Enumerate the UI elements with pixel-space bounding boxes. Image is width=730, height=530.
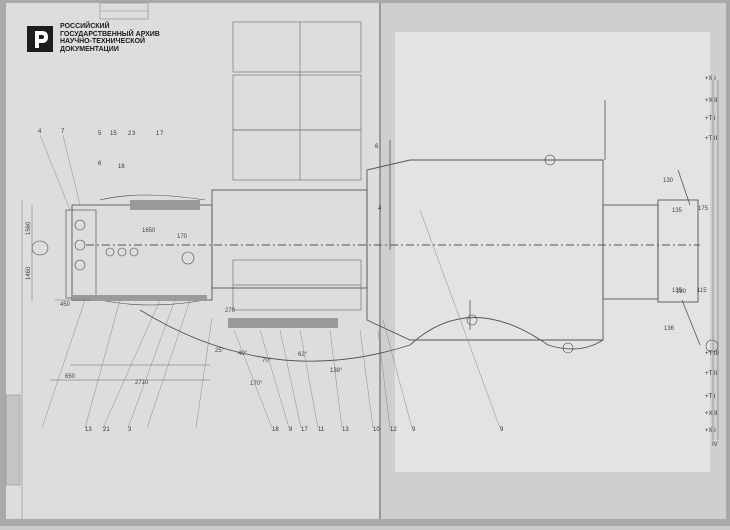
level-mark: +Т II (705, 371, 718, 377)
callout-number: 9 (500, 427, 504, 433)
dimension-label: 190 (676, 289, 687, 295)
callout-number: 11 (318, 427, 325, 433)
dimension-label: 136 (664, 326, 675, 332)
archive-name-line: РОССИЙСКИЙ (60, 23, 110, 30)
archive-logo-icon (27, 26, 53, 52)
callout-number: 7 (160, 131, 164, 137)
level-mark: +Х I (705, 76, 716, 82)
sheet-mark: IV (712, 442, 718, 448)
level-mark: +Х II (705, 411, 718, 417)
callout-number: 13 (85, 427, 92, 433)
dimension-label: 1650 (142, 228, 156, 234)
callout-number: 17 (301, 427, 308, 433)
callout-number: 6 (375, 144, 379, 150)
dimension-label: 170 (177, 234, 188, 240)
callout-number: 4 (38, 129, 42, 135)
dimension-label: 175 (698, 206, 709, 212)
callout-number: 21 (103, 427, 110, 433)
level-mark: +Т III (705, 351, 719, 357)
archive-name: РОССИЙСКИЙ ГОСУДАРСТВЕННЫЙ АРХИВ НАУЧНО-… (60, 23, 160, 53)
callout-number: 15 (110, 131, 117, 137)
callout-number: 13 (342, 427, 349, 433)
callout-number: 3 (128, 427, 132, 433)
level-mark: +Т II (705, 136, 718, 142)
dimension-label: 130 (663, 178, 674, 184)
callout-number: 6 (98, 161, 102, 167)
dimension-label: 450 (60, 302, 71, 308)
archive-name-line: ДОКУМЕНТАЦИИ (60, 45, 119, 53)
dimension-label: 138° (330, 368, 343, 374)
callout-number: 3 (132, 131, 136, 137)
dimension-label: 135 (672, 208, 683, 214)
callout-number: 9 (412, 427, 416, 433)
callout-number: 5 (98, 131, 102, 137)
callout-number: 10 (373, 427, 380, 433)
callout-number: 2 (128, 131, 132, 137)
dimension-label: 62° (298, 352, 308, 358)
level-mark: +Т I (705, 394, 716, 400)
dimension-label: 2710 (135, 380, 149, 386)
dimension-label: 135 (672, 288, 683, 294)
dimension-label: 270 (225, 308, 236, 314)
dimension-label: 40° (238, 351, 248, 357)
archive-name-line: ГОСУДАРСТВЕННЫЙ АРХИВ (60, 30, 160, 38)
level-mark: +Х I (705, 428, 716, 434)
callout-number: 1 (156, 131, 160, 137)
callout-number: 16 (118, 164, 125, 170)
callout-number: 18 (272, 427, 279, 433)
dimension-label: 170° (250, 381, 263, 387)
level-mark: +Т I (705, 116, 716, 122)
dimension-label: 650 (65, 374, 76, 380)
callout-number: 8 (289, 427, 293, 433)
callout-number: 4 (378, 206, 382, 212)
callout-number: 12 (390, 427, 397, 433)
level-mark: +Х II (705, 98, 718, 104)
dimension-label: 70° (262, 358, 272, 364)
dimension-label: 115 (697, 288, 707, 294)
archive-name-line: НАУЧНО-ТЕХНИЧЕСКОЙ (60, 38, 146, 46)
callout-number: 7 (61, 129, 65, 135)
dimension-label: 25° (215, 348, 225, 354)
dimension-label: 1560 (26, 221, 32, 235)
dimension-label: 1460 (26, 266, 32, 280)
